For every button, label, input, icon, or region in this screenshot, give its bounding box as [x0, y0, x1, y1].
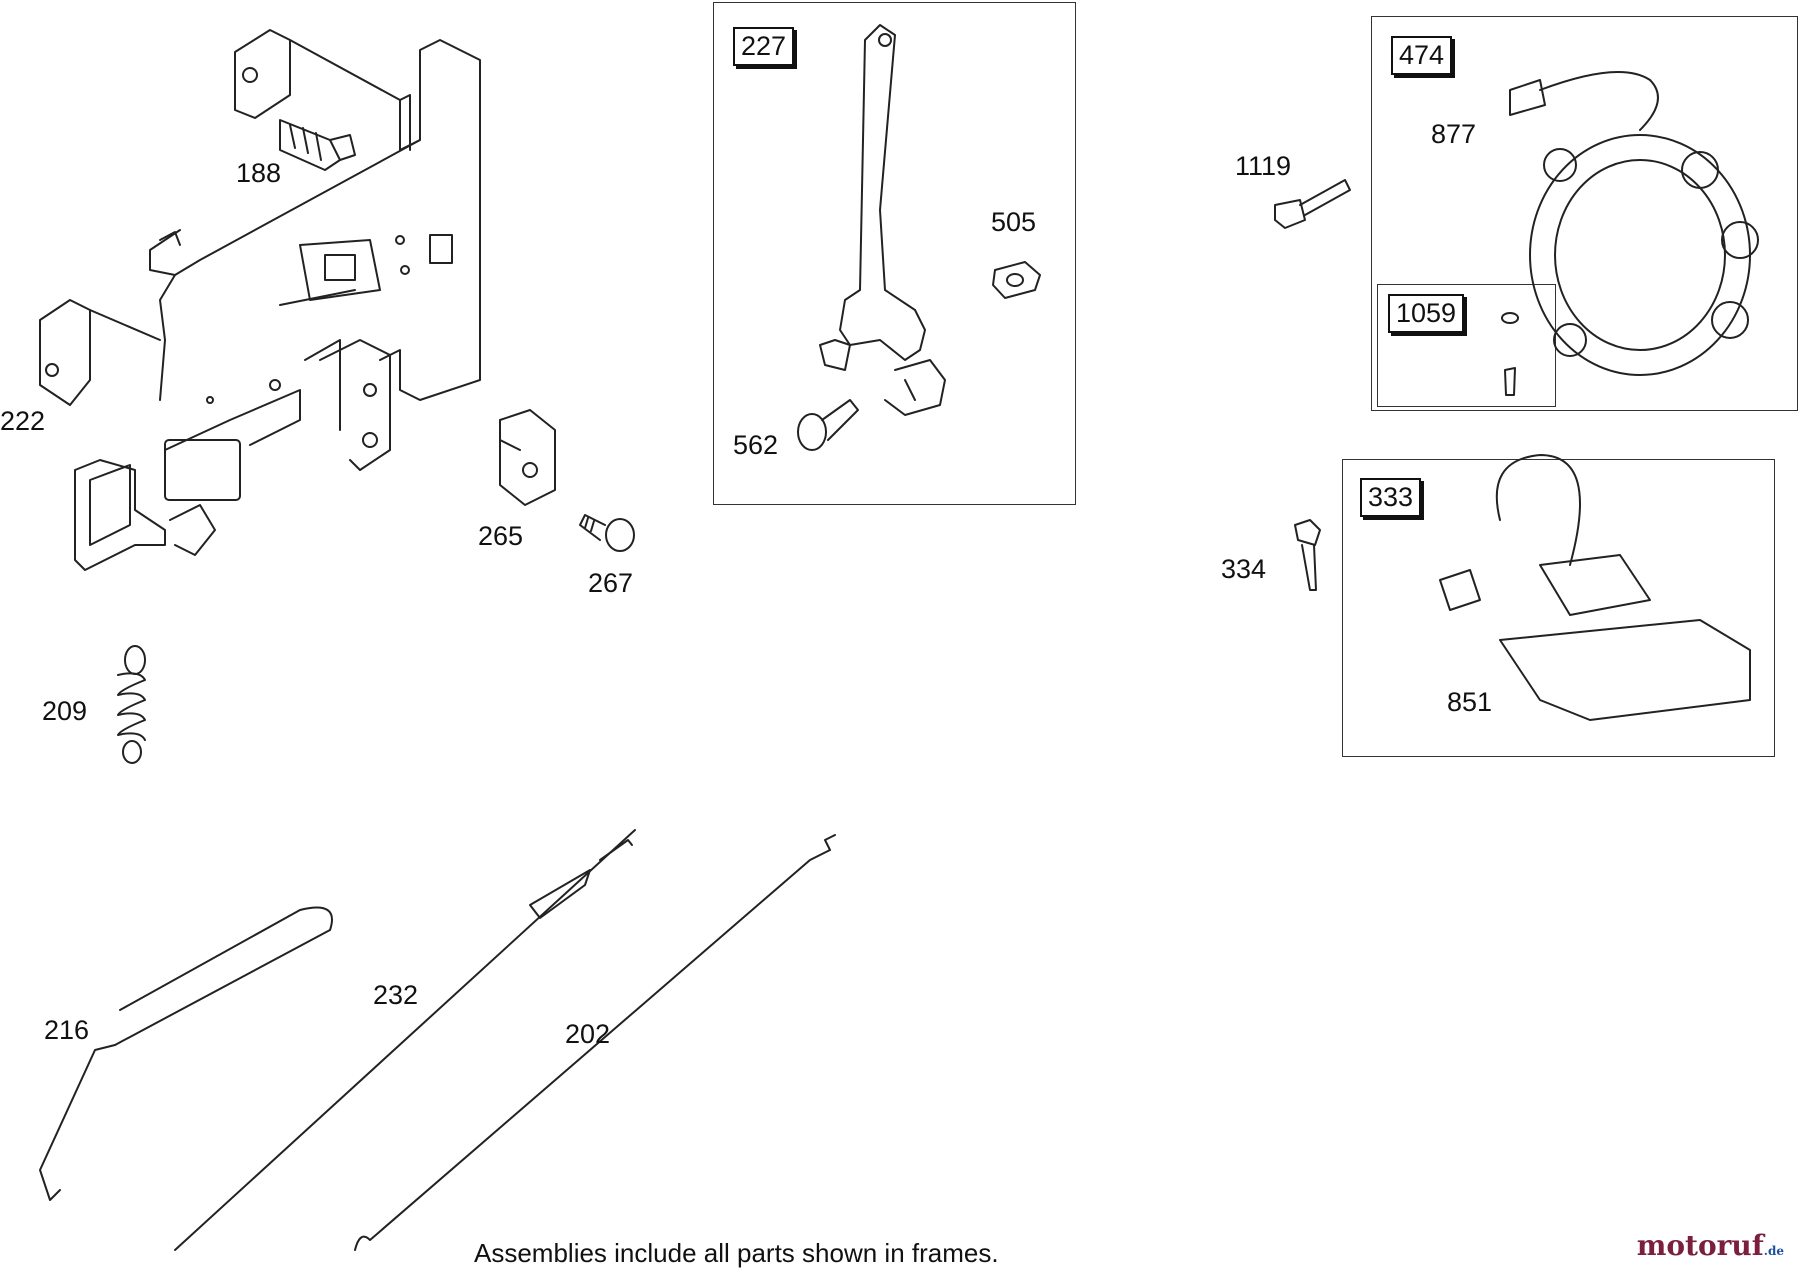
control-bracket-drawing [39, 29, 481, 571]
footer-note: Assemblies include all parts shown in fr… [474, 1238, 999, 1268]
part-label-1119: 1119 [1235, 151, 1292, 181]
cable-232-drawing [174, 829, 636, 1251]
screw-267-drawing [579, 514, 635, 552]
screw-334-drawing [1294, 519, 1321, 591]
bolt-188-drawing [279, 119, 356, 171]
frame-label-333: 333 [1360, 478, 1422, 517]
governor-lever-drawing [819, 24, 946, 416]
part-label-265: 265 [478, 521, 524, 551]
bolt-1119-drawing [1274, 179, 1351, 229]
part-label-505: 505 [991, 207, 1037, 237]
armature-851-drawing [1439, 454, 1751, 721]
frame-label-1059: 1059 [1388, 294, 1465, 333]
clip-265-drawing [499, 409, 556, 506]
part-label-202: 202 [565, 1019, 611, 1049]
frame-label-227: 227 [733, 27, 795, 66]
nut-505-drawing [992, 261, 1041, 299]
part-label-851: 851 [1447, 687, 1493, 717]
alternator-474-drawing [1509, 71, 1759, 376]
spring-209-drawing [117, 645, 146, 764]
frame-474-box [1371, 16, 1798, 411]
part-label-232: 232 [373, 980, 419, 1010]
rod-202-drawing [354, 834, 836, 1251]
link-216-drawing [39, 906, 333, 1201]
part-label-216: 216 [44, 1015, 90, 1045]
part-label-209: 209 [42, 696, 88, 726]
part-label-222: 222 [0, 406, 46, 436]
frame-label-474: 474 [1391, 36, 1453, 75]
part-label-188: 188 [236, 158, 282, 188]
watermark-suffix: .de [1763, 1244, 1784, 1258]
watermark-text: motoruf [1636, 1229, 1764, 1262]
part-label-334: 334 [1221, 554, 1267, 584]
part-label-267: 267 [588, 568, 634, 598]
screw-562-drawing [797, 399, 859, 451]
parts-1059-drawing [1501, 312, 1519, 396]
watermark-logo: motoruf.de [1637, 1229, 1784, 1262]
part-label-877: 877 [1431, 119, 1477, 149]
frame-227-box [713, 2, 1076, 505]
part-label-562: 562 [733, 430, 779, 460]
